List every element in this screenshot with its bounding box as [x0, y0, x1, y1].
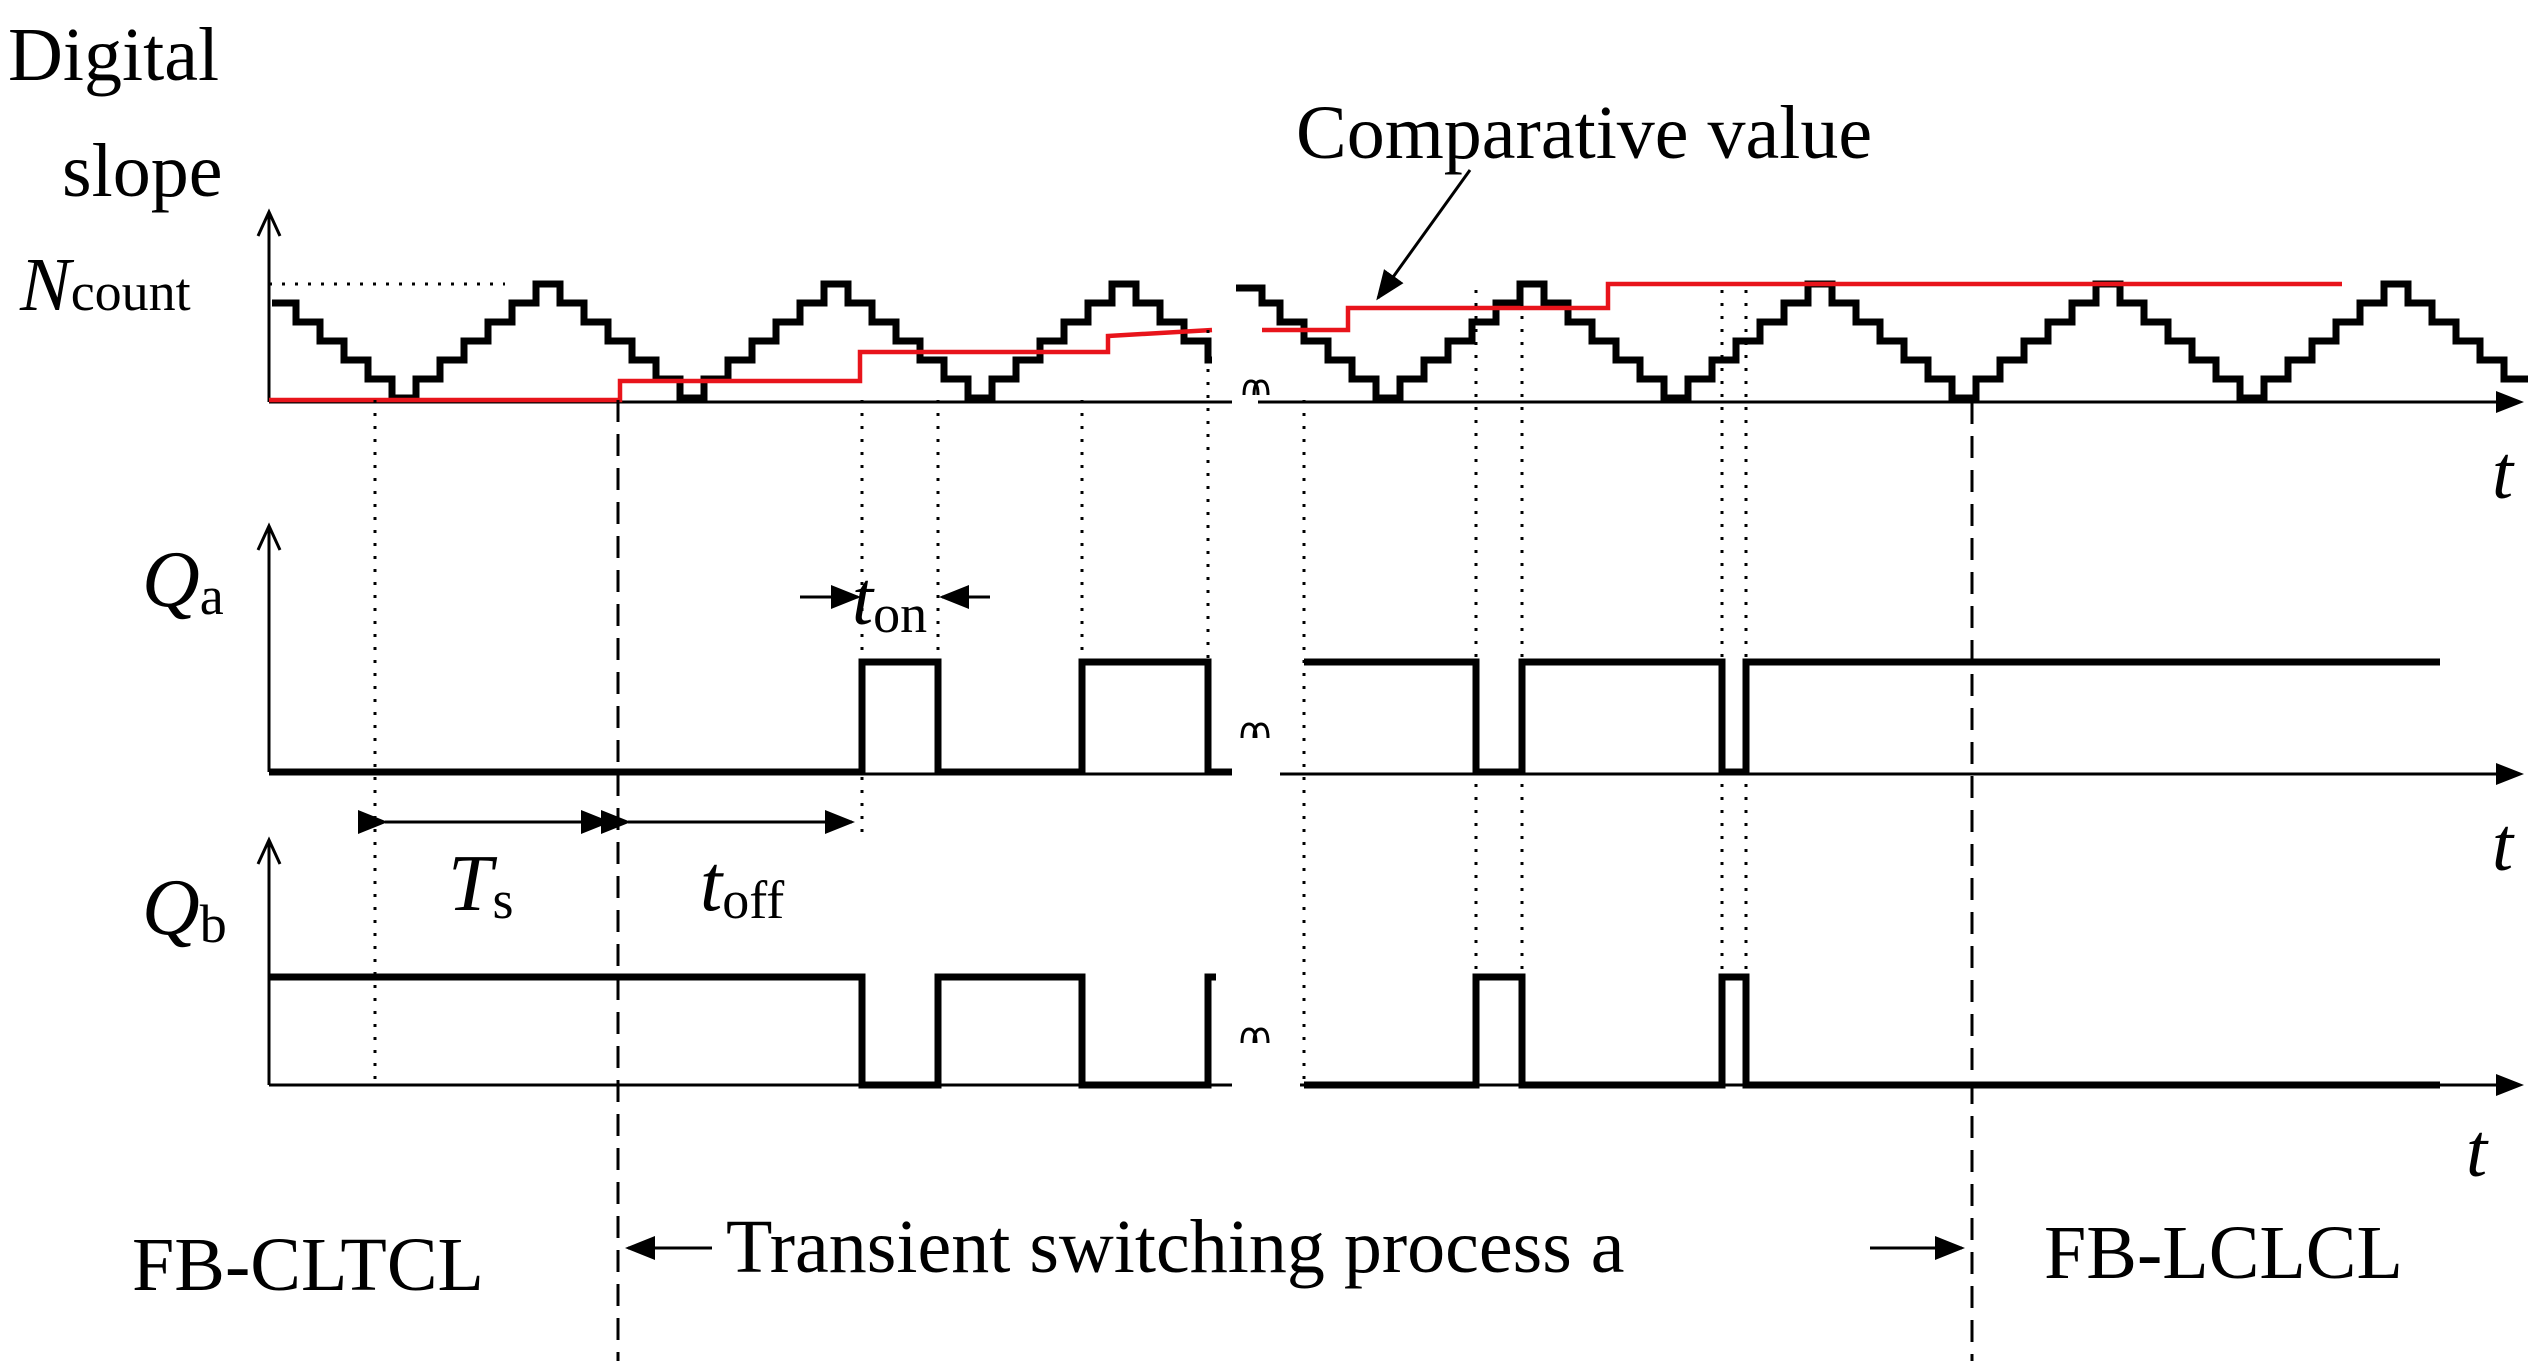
label-qb: Qb [142, 864, 227, 954]
comparative-value-line-left [269, 327, 1213, 403]
label-ton: ton [852, 557, 927, 644]
label-slope: slope [62, 129, 222, 213]
qa-waveform-right [1304, 658, 2440, 776]
label-left-mode: FB-CLTCL [132, 1223, 484, 1307]
label-digital: Digital [8, 13, 219, 97]
y-axis-top [256, 208, 282, 402]
label-comparative-value: Comparative value [1296, 91, 1872, 175]
t-axis-label-qa: t [2492, 803, 2515, 887]
label-ts: Ts [448, 840, 514, 930]
carrier-staircase-left [272, 280, 1212, 402]
t-axis-label-qb: t [2466, 1109, 2489, 1193]
qb-waveform-left [269, 973, 1216, 1089]
y-axis-qa [256, 522, 282, 772]
comparative-pointer-arrow [1376, 169, 1472, 301]
t-axis-label-top: t [2492, 431, 2515, 515]
break-mark-top [1242, 379, 1270, 396]
label-ncount: Ncount [19, 243, 191, 327]
qb-waveform-right [1304, 973, 2440, 1089]
qa-waveform-left [269, 658, 1232, 776]
label-transient: Transient switching process a [726, 1205, 1625, 1289]
dotted-guides [373, 290, 1748, 1085]
break-mark-qa [1240, 722, 1270, 739]
comparative-value-line-right [1262, 281, 2342, 333]
label-qa: Qa [142, 536, 224, 626]
label-right-mode: FB-LCLCL [2044, 1211, 2403, 1295]
break-mark-qb [1240, 1027, 1270, 1044]
label-toff: toff [700, 840, 784, 930]
carrier-staircase-right [1236, 280, 2528, 402]
y-axis-qb [256, 836, 282, 1085]
